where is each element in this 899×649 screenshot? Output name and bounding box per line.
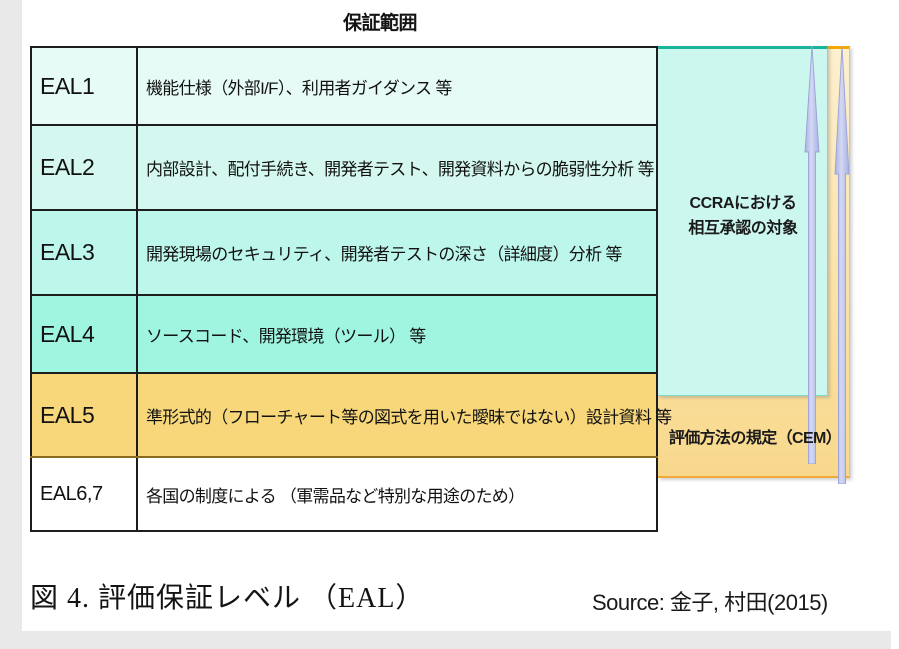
table-row: EAL3 開発現場のセキュリティ、開発者テストの深さ（詳細度）分析 等 [30, 209, 658, 296]
eal-level-cell: EAL6,7 [30, 456, 138, 532]
eal-description-cell: 機能仕様（外部I/F）、利用者ガイダンス 等 [136, 46, 658, 126]
table-row: EAL4 ソースコード、開発環境（ツール） 等 [30, 294, 658, 374]
table-row: EAL5 準形式的（フローチャート等の図式を用いた曖昧ではない）設計資料 等 [30, 372, 672, 458]
ccra-panel-label-line2: 相互承認の対象 [688, 219, 798, 237]
table-row: EAL6,7 各国の制度による （軍需品など特別な用途のため） [30, 456, 658, 532]
table-row: EAL2 内部設計、配付手続き、開発者テスト、開発資料からの脆弱性分析 等 [30, 124, 658, 211]
eal-level-cell: EAL3 [30, 209, 138, 296]
eal-description-cell: ソースコード、開発環境（ツール） 等 [136, 294, 658, 374]
eal-description-cell: 各国の制度による （軍需品など特別な用途のため） [136, 456, 658, 532]
eal-table: EAL1 機能仕様（外部I/F）、利用者ガイダンス 等 EAL2 内部設計、配付… [30, 46, 672, 532]
page-frame-right [891, 0, 899, 649]
eal-description-cell: 内部設計、配付手続き、開発者テスト、開発資料からの脆弱性分析 等 [136, 124, 658, 211]
assurance-scope-title: 保証範囲 [342, 13, 418, 34]
ccra-panel-label-line1: CCRAにおける [689, 195, 797, 212]
ccra-panel-label: CCRAにおける 相互承認の対象 [658, 192, 828, 242]
eal-description-cell: 開発現場のセキュリティ、開発者テストの深さ（詳細度）分析 等 [136, 209, 658, 296]
eal-level-cell: EAL1 [30, 46, 138, 126]
eal-level-cell: EAL4 [30, 294, 138, 374]
eal-level-cell: EAL2 [30, 124, 138, 211]
page-frame-bottom [0, 631, 899, 649]
eal-level-cell: EAL5 [30, 372, 138, 458]
ccra-scope-panel [658, 46, 828, 396]
figure-caption: 図 4. 評価保証レベル （EAL） [30, 583, 425, 614]
eal-description-cell: 準形式的（フローチャート等の図式を用いた曖昧ではない）設計資料 等 [136, 372, 672, 458]
source-citation: Source: 金子, 村田(2015) [592, 590, 828, 615]
table-row: EAL1 機能仕様（外部I/F）、利用者ガイダンス 等 [30, 46, 658, 126]
page-frame-left [0, 0, 22, 649]
cem-panel-label: 評価方法の規定（CEM） [668, 430, 842, 447]
